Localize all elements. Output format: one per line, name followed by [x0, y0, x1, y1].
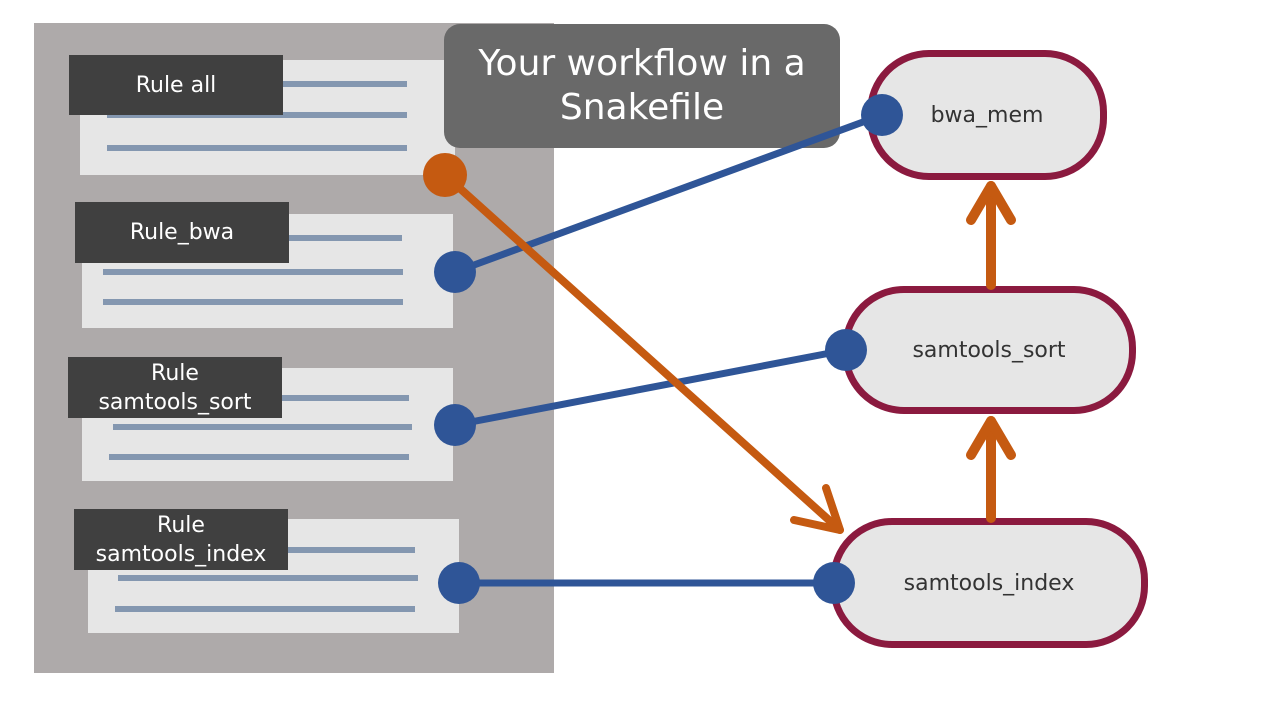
rule-all-endpoint [423, 153, 467, 197]
code-line [288, 547, 415, 553]
connector-endpoint [861, 94, 903, 136]
code-line [288, 235, 402, 241]
connector-samtools-sort [454, 346, 847, 429]
rule-label-all: Rule all [69, 55, 283, 115]
connector-endpoint [434, 251, 476, 293]
connector-bwa [453, 111, 884, 276]
slide-title: Your workflow in a Snakefile [444, 24, 840, 148]
code-line [115, 606, 415, 612]
connector-endpoint [825, 329, 867, 371]
dag-arrows [966, 181, 1016, 523]
code-line [118, 575, 418, 581]
code-line [113, 424, 412, 430]
connector-endpoint [434, 404, 476, 446]
code-line [282, 395, 409, 401]
job-label-samtools-index: samtools_index [903, 570, 1075, 596]
rule-label-samtools-index: Rule samtools_index [74, 509, 288, 570]
code-line [107, 145, 407, 151]
job-label-bwa-mem: bwa_mem [930, 102, 1044, 128]
connector-endpoint [438, 562, 480, 604]
connector-endpoint [813, 562, 855, 604]
rule-all-target-arrow [441, 171, 844, 534]
job-label-samtools-sort: samtools_sort [912, 337, 1066, 363]
code-line [109, 454, 409, 460]
code-line [103, 269, 403, 275]
code-line [107, 112, 407, 118]
code-line [103, 299, 403, 305]
rule-label-bwa: Rule_bwa [75, 202, 289, 263]
job-node-bwa-mem: bwa_mem [867, 50, 1107, 180]
rule-label-samtools-sort: Rule samtools_sort [68, 357, 282, 418]
